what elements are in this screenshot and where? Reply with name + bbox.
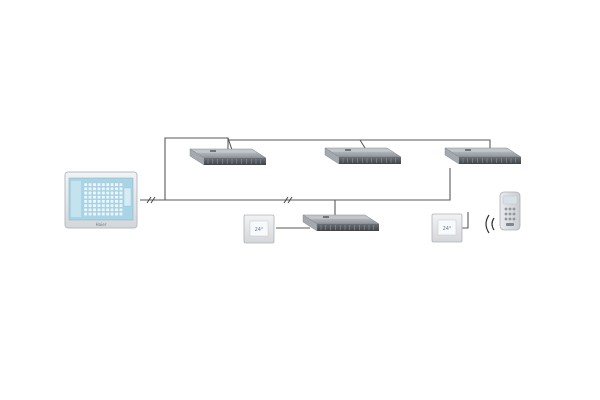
ducted-unit-4 [302,214,380,232]
wiring [140,137,491,229]
ducted-unit-3 [444,147,522,165]
central-controller: Haier [64,171,138,229]
wired-controller-2: 24° [431,213,463,243]
ducted-unit-1 [189,148,267,166]
ducted-unit-2 [324,147,402,165]
line-break-mark-2 [283,196,293,204]
wired-controller-1: 24° [243,214,275,244]
controller-logo: Haier [96,222,107,227]
controller-screen-grid [83,182,123,216]
remote-control [499,191,521,231]
wired-controller-2-display: 24° [443,226,452,232]
wired-controller-1-display: 24° [255,227,264,233]
line-break-mark-1 [146,196,156,204]
wireless-signal-icon [485,214,495,234]
